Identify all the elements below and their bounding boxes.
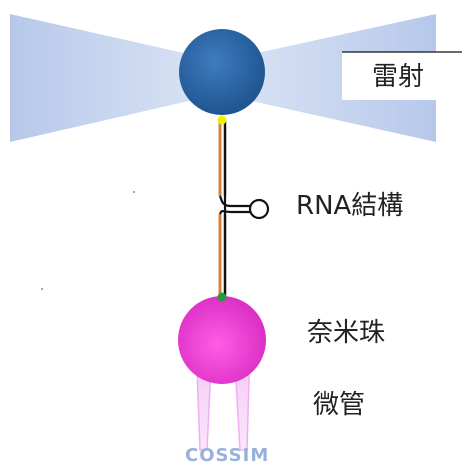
top-anchor-dot xyxy=(217,115,227,125)
rna-tether xyxy=(214,120,270,298)
nano-bead xyxy=(178,296,266,384)
hairpin-loop xyxy=(248,198,270,220)
rna-hairpin xyxy=(218,195,252,215)
laser-label-plate xyxy=(342,51,462,100)
micropipette-label: 微管 xyxy=(313,390,366,420)
laser-label: 雷射 xyxy=(372,62,425,92)
rna-structure-label: RNA結構 xyxy=(296,191,404,221)
speck xyxy=(133,191,135,193)
laser-beam xyxy=(10,14,436,142)
bottom-anchor-dot xyxy=(217,292,227,302)
trapped-bead xyxy=(179,29,265,115)
speck xyxy=(41,288,43,290)
watermark: COSSIM xyxy=(185,445,270,466)
nano-bead-label: 奈米珠 xyxy=(307,318,386,348)
